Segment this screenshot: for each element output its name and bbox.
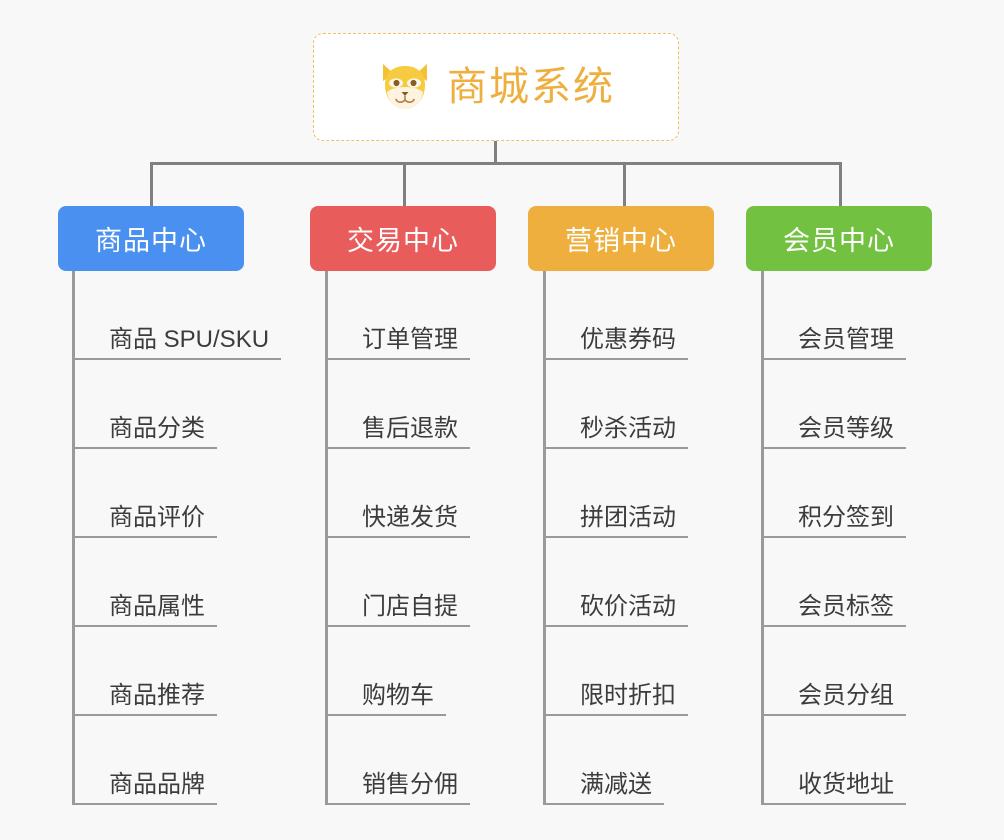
branch-stem [543, 271, 546, 805]
leaf-label: 会员标签 [798, 592, 894, 620]
leaf-label: 售后退款 [362, 414, 458, 442]
leaf-underline [72, 536, 217, 538]
category-header-label: 商品中心 [95, 226, 207, 256]
leaf-underline [325, 803, 470, 805]
leaf-label: 秒杀活动 [580, 414, 676, 442]
category-header-label: 会员中心 [783, 226, 895, 256]
leaf-label: 会员分组 [798, 681, 894, 709]
leaf-underline [543, 447, 688, 449]
leaf-label: 积分签到 [798, 503, 894, 531]
leaf-label: 快递发货 [362, 503, 458, 531]
leaf-underline [325, 447, 470, 449]
leaf-label: 优惠券码 [580, 325, 676, 353]
shiba-dog-face-icon [383, 64, 427, 109]
leaf-label: 门店自提 [362, 592, 458, 620]
leaf-underline [72, 625, 217, 627]
category-header-label: 交易中心 [347, 226, 459, 256]
leaf-underline [543, 536, 688, 538]
leaf-underline [543, 625, 688, 627]
category-header-marketing[interactable]: 营销中心 [528, 206, 714, 271]
leaf-label: 砍价活动 [580, 592, 676, 620]
category-header-label: 营销中心 [565, 226, 677, 256]
leaf-label: 满减送 [580, 770, 652, 798]
leaf-label: 商品品牌 [109, 770, 205, 798]
leaf-underline [72, 358, 281, 360]
leaf-underline [761, 803, 906, 805]
leaf-label: 商品属性 [109, 592, 205, 620]
leaf-label: 购物车 [362, 681, 434, 709]
leaf-underline [543, 714, 688, 716]
leaf-label: 商品 SPU/SKU [109, 325, 270, 353]
leaf-underline [761, 536, 906, 538]
drop-connector-2 [403, 162, 406, 208]
category-header-member[interactable]: 会员中心 [746, 206, 932, 271]
leaf-underline [761, 358, 906, 360]
leaf-label: 商品分类 [109, 414, 205, 442]
leaf-label: 商品评价 [109, 503, 205, 531]
leaf-label: 收货地址 [798, 770, 894, 798]
leaf-underline [325, 714, 446, 716]
leaf-underline [72, 714, 217, 716]
leaf-label: 商品推荐 [109, 681, 205, 709]
leaf-underline [543, 803, 664, 805]
leaf-label: 订单管理 [362, 325, 458, 353]
drop-connector-4 [839, 162, 842, 208]
leaf-underline [325, 536, 470, 538]
root-stem-connector [494, 141, 497, 164]
category-header-trade[interactable]: 交易中心 [310, 206, 496, 271]
branch-stem [72, 271, 75, 805]
leaf-label: 限时折扣 [580, 681, 676, 709]
branch-stem [325, 271, 328, 805]
category-header-product[interactable]: 商品中心 [58, 206, 244, 271]
drop-connector-3 [623, 162, 626, 208]
leaf-label: 拼团活动 [580, 503, 676, 531]
drop-connector-1 [150, 162, 153, 208]
root-title: 商城系统 [447, 65, 615, 109]
leaf-underline [543, 358, 688, 360]
leaf-underline [72, 447, 217, 449]
leaf-label: 会员管理 [798, 325, 894, 353]
horizontal-bus-connector [150, 162, 842, 165]
leaf-underline [72, 803, 217, 805]
leaf-underline [761, 447, 906, 449]
leaf-underline [761, 714, 906, 716]
branch-stem [761, 271, 764, 805]
leaf-label: 销售分佣 [362, 770, 458, 798]
root-node[interactable]: 商城系统 [313, 33, 679, 141]
leaf-underline [325, 358, 470, 360]
leaf-underline [325, 625, 470, 627]
leaf-label: 会员等级 [798, 414, 894, 442]
leaf-underline [761, 625, 906, 627]
